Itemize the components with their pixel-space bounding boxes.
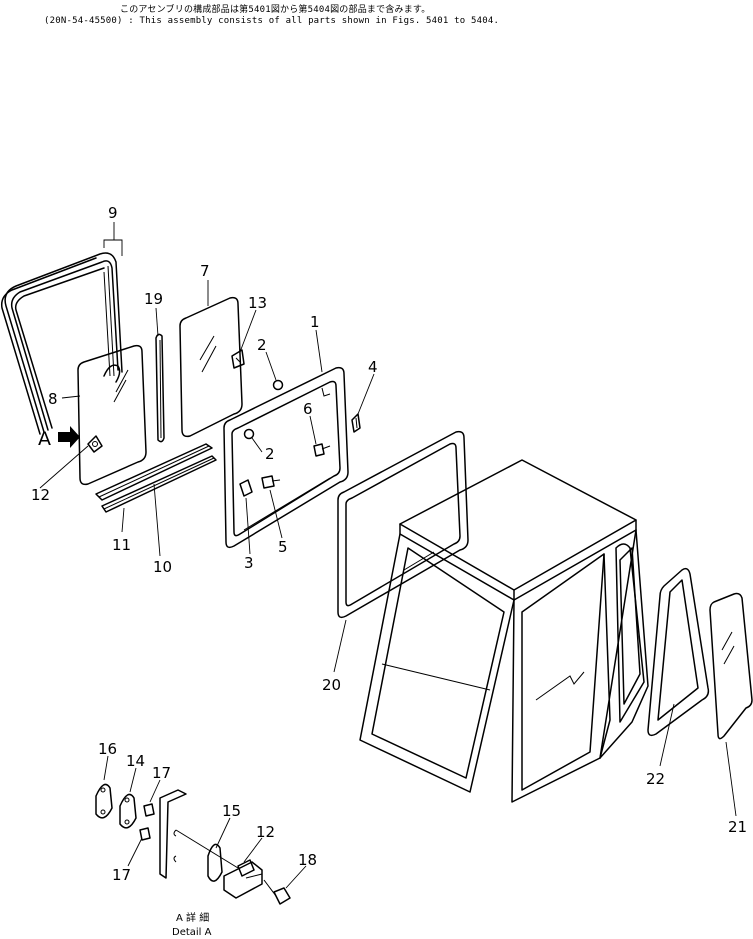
detail-a-frame-section	[159, 789, 187, 879]
callout-1: 1	[310, 313, 320, 331]
part-15-washer	[207, 843, 223, 882]
part-12-latch	[87, 435, 103, 453]
callout-17-upper: 17	[152, 764, 171, 782]
part-10-rail	[95, 443, 213, 501]
detail-a-marker: A	[38, 428, 51, 450]
part-8-sliding-glass	[77, 344, 147, 486]
cab-body	[359, 459, 649, 803]
callout-6: 6	[303, 400, 313, 418]
callout-3: 3	[244, 554, 254, 572]
callout-17-lower: 17	[112, 866, 131, 884]
callout-16: 16	[98, 740, 117, 758]
part-17-spacer-upper	[143, 803, 155, 817]
part-18-bolt	[263, 879, 291, 905]
part-16-plate	[95, 783, 113, 819]
callout-5: 5	[278, 538, 288, 556]
callout-2-lower: 2	[265, 445, 275, 463]
part-14-gasket	[119, 793, 137, 829]
callout-7: 7	[200, 262, 210, 280]
callout-18: 18	[298, 851, 317, 869]
callout-14: 14	[126, 752, 145, 770]
part-4-bracket	[351, 413, 361, 433]
leader-lines	[39, 222, 737, 889]
part-5-bolt	[261, 475, 281, 489]
detail-caption-jp: A 詳 細	[176, 911, 209, 924]
callout-19: 19	[144, 290, 163, 308]
part-19-strip	[155, 333, 165, 443]
part-17-spacer-lower	[139, 827, 151, 841]
callout-9: 9	[108, 204, 118, 222]
callout-13: 13	[248, 294, 267, 312]
callout-10: 10	[153, 558, 172, 576]
detail-a-arrow-icon	[58, 426, 80, 448]
part-1-window-frame	[223, 366, 349, 549]
callout-2-upper: 2	[257, 336, 267, 354]
part-13-catch	[231, 349, 245, 369]
callout-22: 22	[646, 770, 665, 788]
part-12-latch-detail	[175, 829, 263, 899]
part-2-cap-lower	[243, 428, 255, 440]
header-note-japanese: このアセンブリの構成部品は第5401図から第5404図の部品まで含みます。	[120, 5, 431, 15]
callout-11: 11	[112, 536, 131, 554]
part-6-bolt	[313, 443, 331, 457]
part-9-door-seal	[0, 252, 123, 435]
part-3-stopper	[239, 479, 253, 497]
detail-caption-en: Detail A	[172, 927, 212, 938]
header-note-english: (20N-54-45500) : This assembly consists …	[44, 16, 500, 26]
callout-12-detail: 12	[256, 823, 275, 841]
part-2-cap-upper	[272, 379, 284, 391]
part-21-side-glass	[709, 592, 753, 740]
part-7-fixed-glass	[179, 296, 243, 438]
part-22-side-seal	[647, 567, 710, 737]
callout-4: 4	[368, 358, 378, 376]
callout-12-main: 12	[31, 486, 50, 504]
callout-21: 21	[728, 818, 747, 836]
callout-20: 20	[322, 676, 341, 694]
detail-caption: A 詳 細 Detail A	[172, 911, 212, 938]
part-11-rail	[101, 455, 217, 513]
part-20-window-seal	[337, 430, 469, 619]
callout-numbers: 9 19 7 13 1 2 4 6 2 8 A 12 11 10 3 5 20 …	[31, 204, 747, 884]
callout-15: 15	[222, 802, 241, 820]
callout-8: 8	[48, 390, 58, 408]
